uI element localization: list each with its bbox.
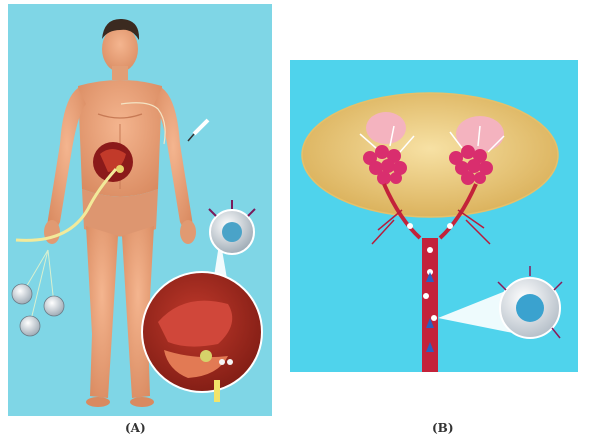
tumor-vessels-svg: [290, 60, 578, 372]
liver-zoom-inset: [142, 238, 262, 402]
panel-a-full-body-illustration: [8, 4, 272, 416]
microspheres-cluster: [12, 250, 64, 336]
full-body-svg: [8, 4, 272, 416]
microsphere-zoom-inset: [438, 266, 562, 338]
caption-b: (B): [432, 421, 454, 435]
caption-a: (A): [125, 421, 146, 435]
liver-organ: [302, 93, 558, 217]
panel-b-tumor-vessels-illustration: [290, 60, 578, 372]
syringe-icon: [188, 120, 208, 141]
abdominal-organs: [93, 142, 133, 182]
radioactive-microsphere-icon: [209, 200, 255, 254]
